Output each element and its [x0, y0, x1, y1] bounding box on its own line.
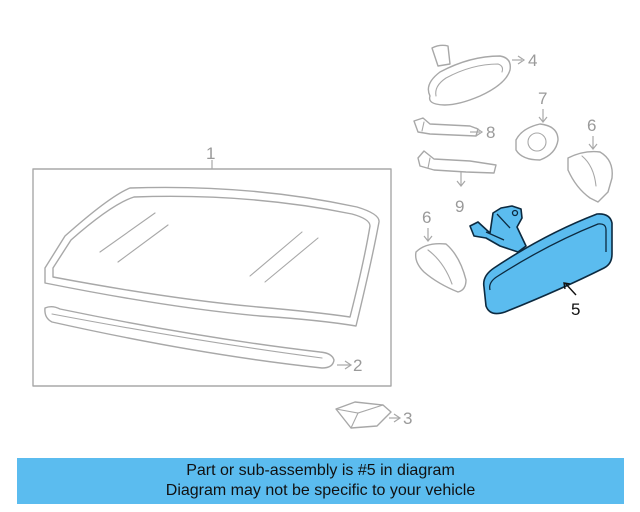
callout-3: 3: [403, 409, 412, 428]
mirror-part-5-highlighted: [469, 205, 613, 315]
bracket-part-8: [413, 117, 484, 137]
callout-7: 7: [538, 89, 547, 108]
bracket-part-9: [417, 150, 497, 187]
info-banner: Part or sub-assembly is #5 in diagram Di…: [17, 458, 624, 504]
cover-part-6-left: [414, 228, 467, 293]
callout-6-left: 6: [422, 208, 431, 227]
callout-5: 5: [571, 300, 580, 319]
block-part-3: [335, 401, 402, 429]
banner-line-1: Part or sub-assembly is #5 in diagram: [186, 462, 455, 479]
callout-8: 8: [486, 123, 495, 142]
callout-1: 1: [206, 144, 215, 163]
callout-4: 4: [528, 51, 537, 70]
callout-9: 9: [455, 197, 464, 216]
callout-2: 2: [353, 356, 362, 375]
moulding-part-2: [44, 306, 353, 370]
mirror-part-4: [427, 44, 526, 106]
sensor-part-7: [515, 109, 559, 161]
callout-6-right: 6: [587, 116, 596, 135]
cover-part-6-right: [567, 136, 613, 203]
banner-line-2: Diagram may not be specific to your vehi…: [165, 482, 476, 499]
